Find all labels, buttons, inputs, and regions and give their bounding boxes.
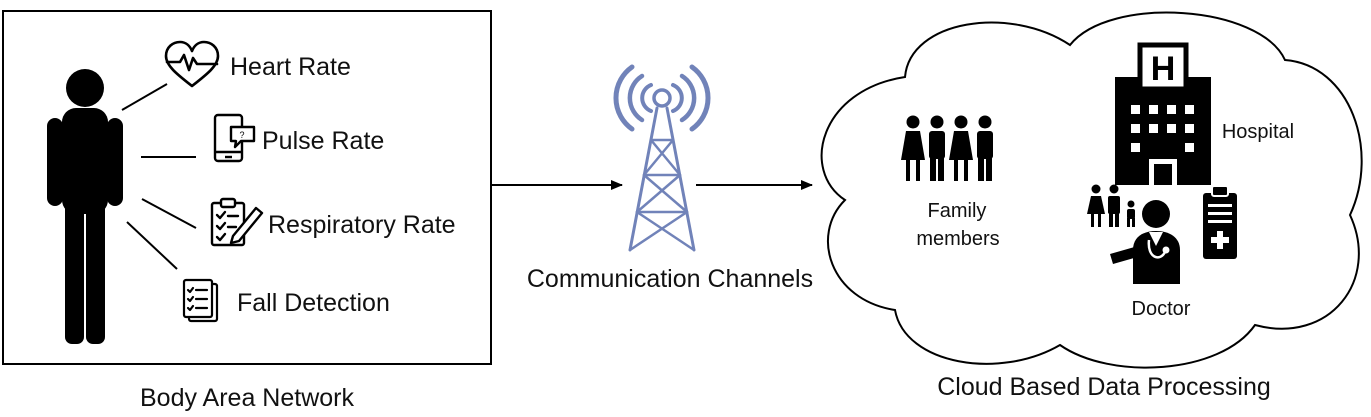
sensor-label-respiratory-rate: Respiratory Rate bbox=[268, 211, 456, 239]
connector-fall-detection bbox=[126, 221, 178, 270]
svg-text:H: H bbox=[1151, 50, 1176, 88]
connector-heart-rate bbox=[121, 83, 168, 111]
svg-text:?: ? bbox=[239, 130, 244, 140]
phone-pulse-icon: ? bbox=[213, 113, 256, 163]
family-members-label-line2: members bbox=[916, 228, 999, 250]
doctor-icon bbox=[1110, 200, 1180, 284]
family-person-1 bbox=[901, 115, 925, 181]
clipboard-pencil-icon bbox=[210, 197, 264, 247]
sensor-connectors bbox=[121, 83, 197, 270]
sensor-label-pulse-rate: Pulse Rate bbox=[262, 127, 384, 155]
medical-clipboard-icon bbox=[1203, 185, 1237, 259]
doctor-label: Doctor bbox=[1132, 298, 1191, 320]
sensor-label-fall-detection: Fall Detection bbox=[237, 289, 390, 317]
family-person-4 bbox=[977, 115, 993, 181]
family-person-3 bbox=[949, 115, 973, 181]
connector-respiratory-rate bbox=[141, 198, 197, 229]
body-area-network-caption: Body Area Network bbox=[140, 384, 354, 412]
family-group-icon bbox=[901, 115, 993, 181]
checklist-icon bbox=[182, 278, 219, 323]
patient-family-icon bbox=[1087, 184, 1135, 227]
communication-channels-caption: Communication Channels bbox=[527, 265, 813, 293]
family-person-2 bbox=[929, 115, 945, 181]
radio-tower-icon bbox=[613, 64, 711, 252]
heart-pulse-icon bbox=[164, 40, 220, 88]
hospital-building-icon: H bbox=[1115, 42, 1211, 185]
family-members-label-line1: Family bbox=[928, 200, 987, 222]
sensor-label-heart-rate: Heart Rate bbox=[230, 53, 351, 81]
cloud-caption: Cloud Based Data Processing bbox=[937, 373, 1271, 401]
hospital-label: Hospital bbox=[1222, 121, 1294, 143]
person-icon bbox=[47, 69, 123, 344]
